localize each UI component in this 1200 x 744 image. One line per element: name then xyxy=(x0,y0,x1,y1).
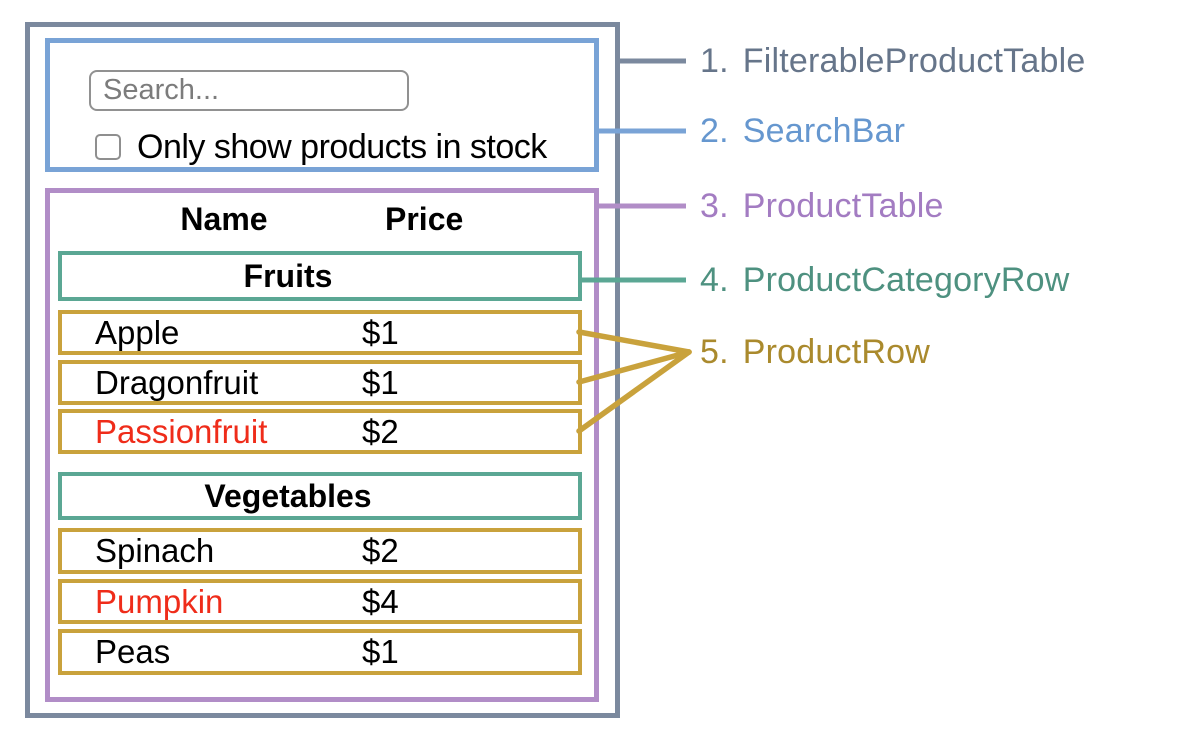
legend-number: 2. xyxy=(700,111,729,150)
legend-label: FilterableProductTable xyxy=(742,41,1086,80)
product-row-spinach: Spinach $2 xyxy=(58,528,582,574)
legend-number: 5. xyxy=(700,332,729,371)
product-price: $1 xyxy=(362,633,399,670)
category-label: Vegetables xyxy=(204,477,372,514)
product-row-peas: Peas $1 xyxy=(58,629,582,675)
legend-item-product-category-row: 4. ProductCategoryRow xyxy=(700,259,1070,301)
legend-label: SearchBar xyxy=(742,111,906,150)
product-row-pumpkin: Pumpkin $4 xyxy=(58,579,582,624)
product-category-row-vegetables: Vegetables xyxy=(58,472,582,520)
search-input[interactable] xyxy=(89,70,409,111)
product-row-apple: Apple $1 xyxy=(58,310,582,355)
product-price: $2 xyxy=(362,532,399,569)
legend-item-filterable-product-table: 1. FilterableProductTable xyxy=(700,40,1085,82)
product-row-passionfruit: Passionfruit $2 xyxy=(58,409,582,454)
product-price: $2 xyxy=(362,412,399,450)
stock-checkbox-label: Only show products in stock xyxy=(137,127,547,166)
product-category-row-fruits: Fruits xyxy=(58,251,582,301)
legend-label: ProductRow xyxy=(742,332,930,371)
legend-number: 3. xyxy=(700,186,729,225)
legend-item-product-table: 3. ProductTable xyxy=(700,185,944,227)
legend-number: 4. xyxy=(700,260,729,299)
product-name-out-of-stock: Passionfruit xyxy=(95,412,268,450)
product-row-dragonfruit: Dragonfruit $1 xyxy=(58,360,582,405)
category-label: Fruits xyxy=(243,257,333,294)
product-name-out-of-stock: Pumpkin xyxy=(95,582,224,620)
stock-checkbox[interactable] xyxy=(95,134,121,160)
stock-filter-row: Only show products in stock xyxy=(95,127,547,167)
product-name: Apple xyxy=(95,313,180,351)
legend-item-product-row: 5. ProductRow xyxy=(700,331,930,373)
product-name: Dragonfruit xyxy=(95,363,259,401)
product-price: $1 xyxy=(362,313,399,351)
product-name: Spinach xyxy=(95,532,215,569)
legend-number: 1. xyxy=(700,41,729,80)
legend-label: ProductTable xyxy=(742,186,944,225)
product-price: $1 xyxy=(362,363,399,401)
search-bar-box: Only show products in stock xyxy=(45,38,599,172)
column-header-price: Price xyxy=(385,201,464,237)
column-header-name: Name xyxy=(180,201,268,237)
product-price: $4 xyxy=(362,582,399,620)
product-table-box: Name Price Fruits Apple $1 Dragonfruit $… xyxy=(45,188,599,702)
legend-label: ProductCategoryRow xyxy=(742,260,1070,299)
product-name: Peas xyxy=(95,633,171,670)
legend-item-search-bar: 2. SearchBar xyxy=(700,110,905,152)
